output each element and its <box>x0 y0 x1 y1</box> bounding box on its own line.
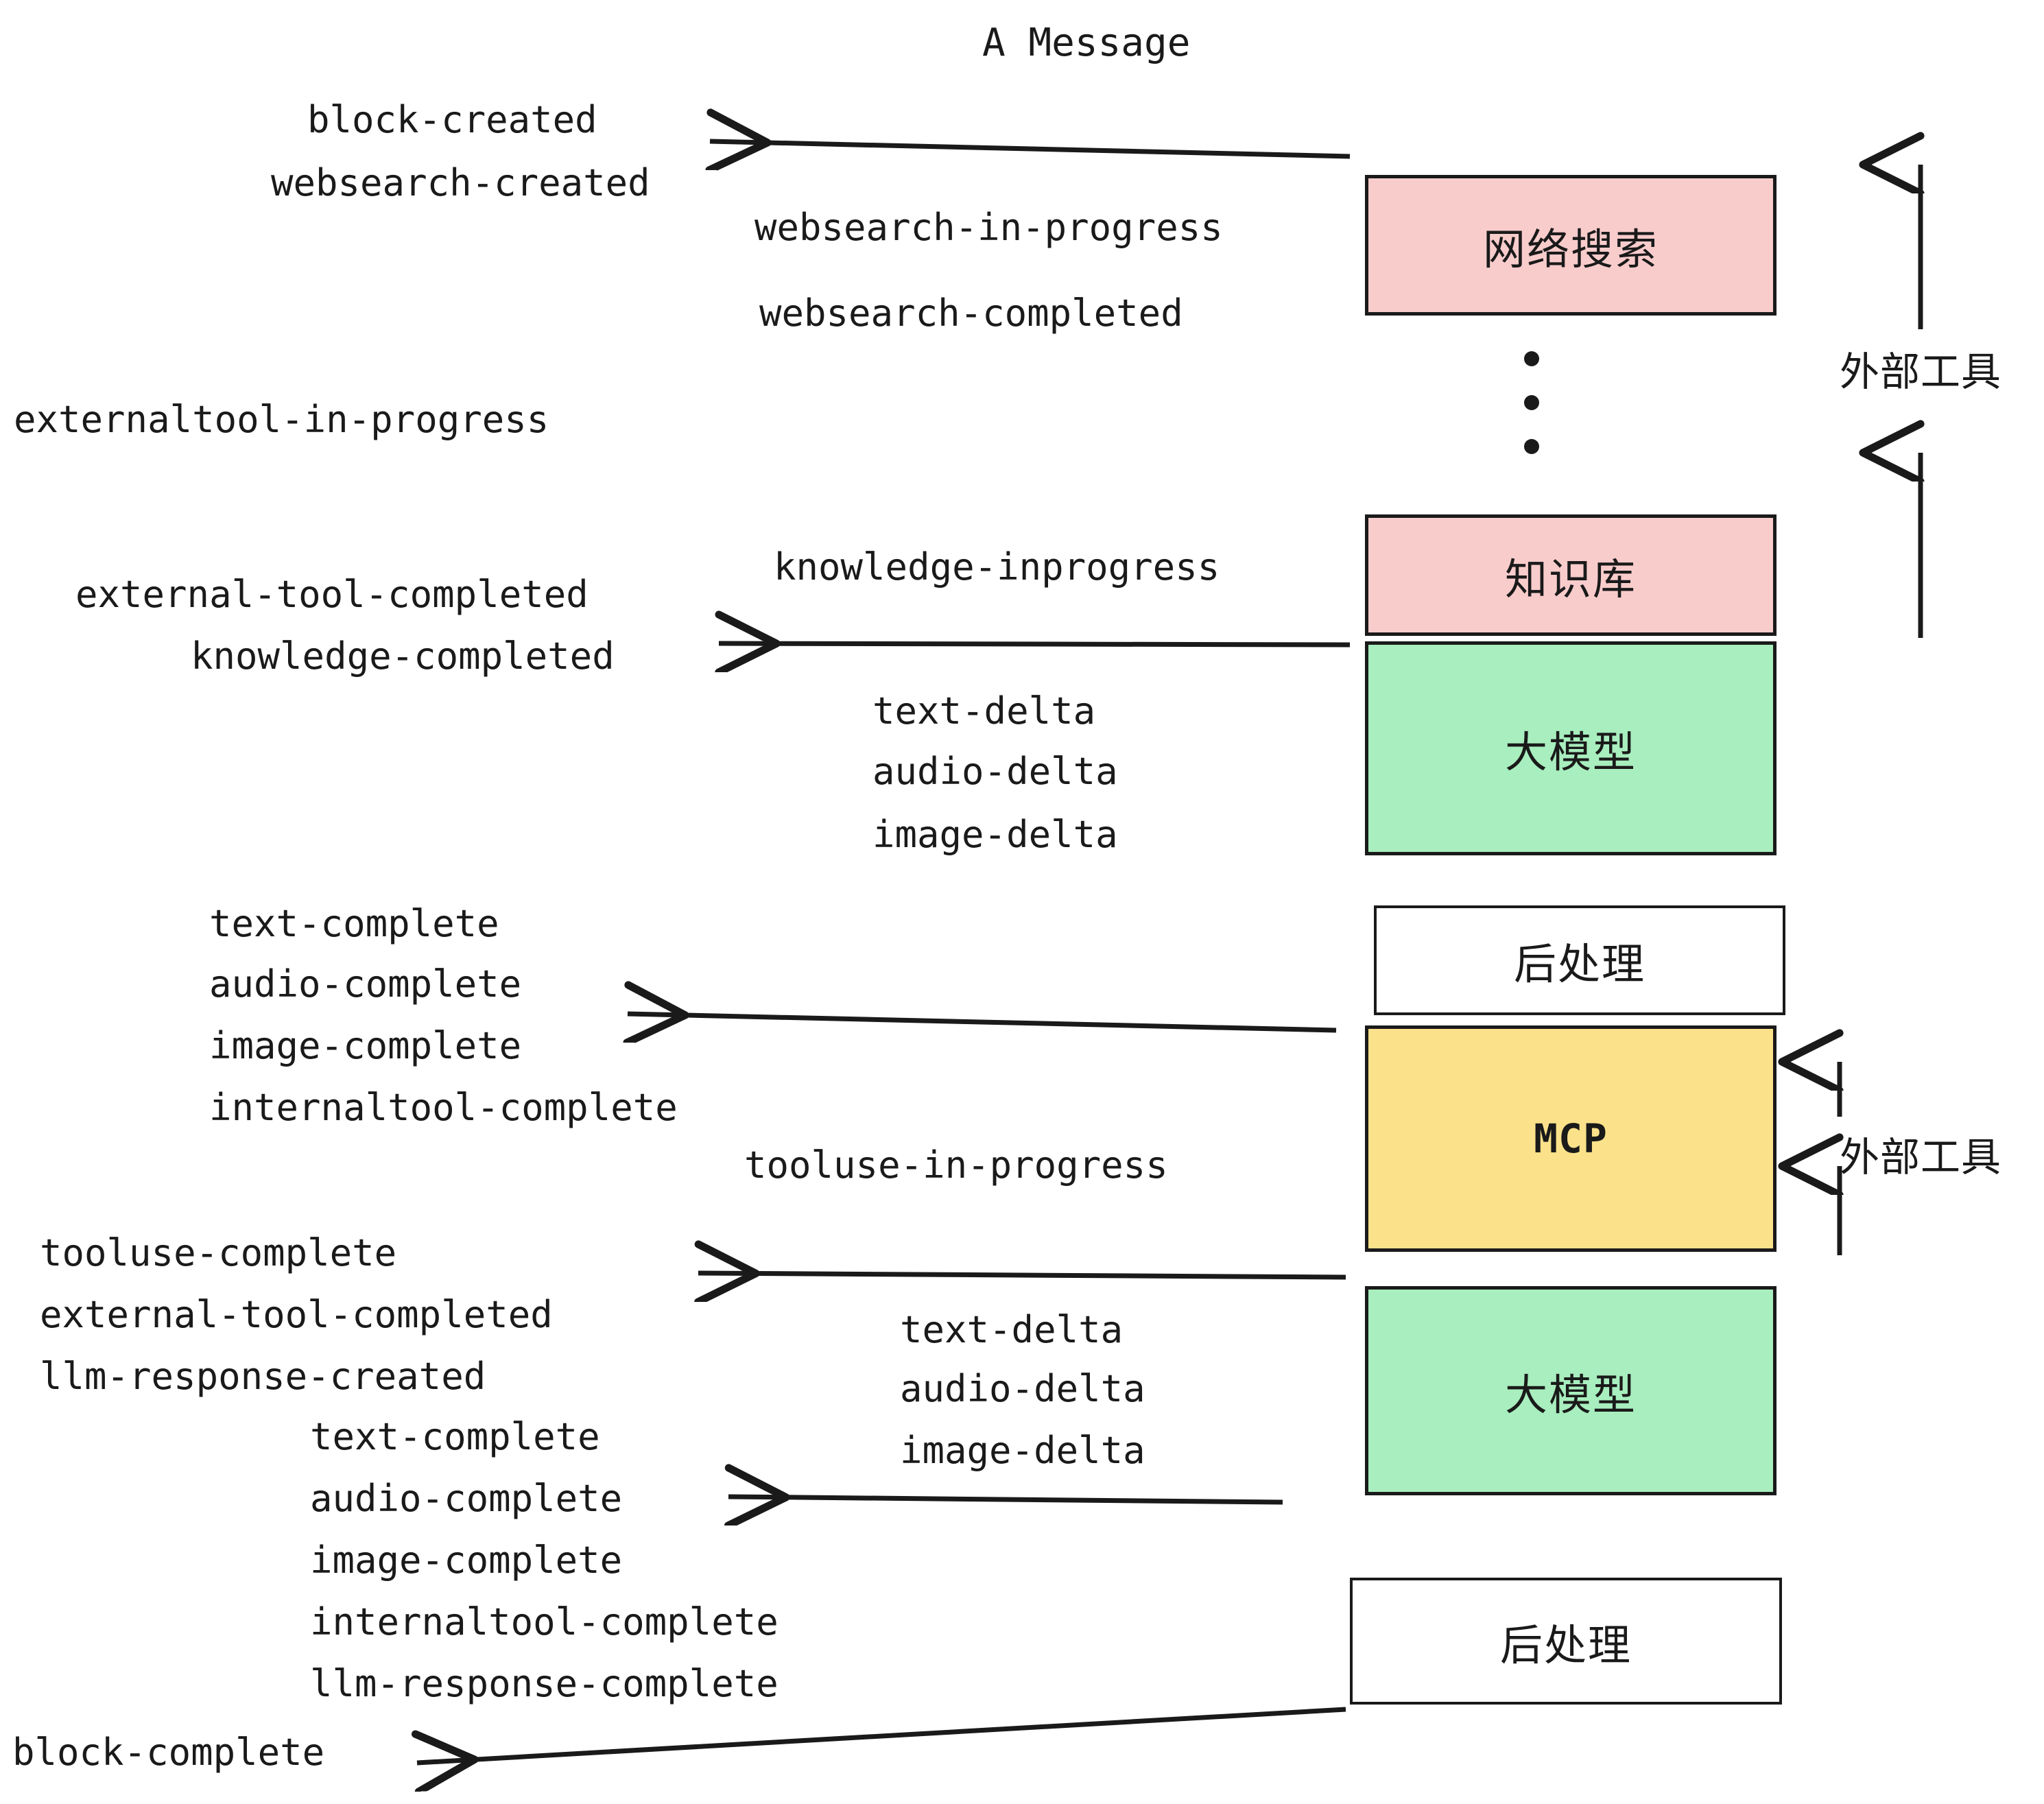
component-box-llm-2-label: 大模型 <box>1504 1369 1637 1420</box>
component-box-postprocess-1[interactable]: 后处理 <box>1374 905 1785 1015</box>
component-box-postprocess-2[interactable]: 后处理 <box>1350 1578 1782 1705</box>
event-label-knowledge-completed: knowledge-completed <box>191 634 615 678</box>
event-label-internaltool-complete-2: internaltool-complete <box>310 1600 779 1643</box>
event-label-image-complete-2: image-complete <box>310 1539 623 1582</box>
event-label-image-complete-1: image-complete <box>209 1024 522 1067</box>
event-label-text-delta-2: text-delta <box>900 1308 1124 1351</box>
event-label-text-complete-2: text-complete <box>310 1415 600 1458</box>
side-label-external-tools-bottom: 外部工具 <box>1840 1134 2002 1180</box>
event-label-externaltool-in-progress: externaltool-in-progress <box>14 398 549 441</box>
ellipsis-dot-3 <box>1524 439 1539 454</box>
event-label-llm-response-complete: llm-response-complete <box>310 1662 779 1705</box>
event-label-audio-complete-2: audio-complete <box>310 1477 623 1520</box>
event-label-llm-response-created: llm-response-created <box>40 1355 486 1398</box>
event-label-external-tool-completed-2: external-tool-completed <box>40 1293 553 1336</box>
arrow-knowledge-to-completed <box>719 643 1351 645</box>
event-label-external-tool-completed-1: external-tool-completed <box>75 573 589 616</box>
ellipsis-dot-2 <box>1524 395 1539 410</box>
event-label-text-delta-1: text-delta <box>872 689 1096 733</box>
arrow-postprocess2-to-block-complete <box>417 1707 1346 1763</box>
event-label-text-complete-1: text-complete <box>209 902 499 945</box>
component-box-mcp-label: MCP <box>1534 1115 1608 1162</box>
event-label-knowledge-inprogress: knowledge-inprogress <box>774 545 1220 589</box>
event-label-audio-complete-1: audio-complete <box>209 962 522 1006</box>
event-label-image-delta-1: image-delta <box>872 813 1118 856</box>
event-label-audio-delta-2: audio-delta <box>900 1367 1145 1410</box>
component-box-postprocess-1-label: 后处理 <box>1513 939 1645 989</box>
event-label-websearch-created: websearch-created <box>271 161 650 204</box>
component-box-llm-1-label: 大模型 <box>1504 727 1637 777</box>
component-box-postprocess-2-label: 后处理 <box>1499 1619 1632 1670</box>
page-title: A Message <box>982 21 1191 65</box>
event-label-websearch-completed: websearch-completed <box>759 292 1183 335</box>
event-label-image-delta-2: image-delta <box>900 1429 1145 1472</box>
event-label-audio-delta-1: audio-delta <box>872 750 1118 793</box>
component-box-mcp[interactable]: MCP <box>1365 1025 1776 1252</box>
ellipsis-dot-1 <box>1524 351 1539 366</box>
event-label-block-complete: block-complete <box>12 1731 325 1774</box>
event-label-tooluse-in-progress: tooluse-in-progress <box>744 1143 1168 1187</box>
event-label-internaltool-complete-1: internaltool-complete <box>209 1086 678 1129</box>
component-box-knowledge[interactable]: 知识库 <box>1365 514 1776 636</box>
arrow-mcp-to-tooluse-complete <box>698 1273 1346 1277</box>
arrow-llm2-to-audio-complete <box>728 1497 1283 1502</box>
component-box-knowledge-label: 知识库 <box>1504 554 1637 604</box>
component-box-websearch[interactable]: 网络搜索 <box>1365 175 1776 316</box>
event-label-websearch-in-progress: websearch-in-progress <box>754 206 1223 249</box>
component-box-websearch-label: 网络搜索 <box>1482 224 1659 274</box>
arrow-postprocess-to-image-complete <box>628 1014 1337 1030</box>
event-label-block-created: block-created <box>307 98 597 141</box>
component-box-llm-2[interactable]: 大模型 <box>1365 1286 1776 1495</box>
event-label-tooluse-complete: tooluse-complete <box>40 1231 397 1274</box>
side-label-external-tools-top: 外部工具 <box>1840 348 2002 395</box>
arrow-websearch-to-created <box>710 141 1351 156</box>
component-box-llm-1[interactable]: 大模型 <box>1365 641 1776 855</box>
